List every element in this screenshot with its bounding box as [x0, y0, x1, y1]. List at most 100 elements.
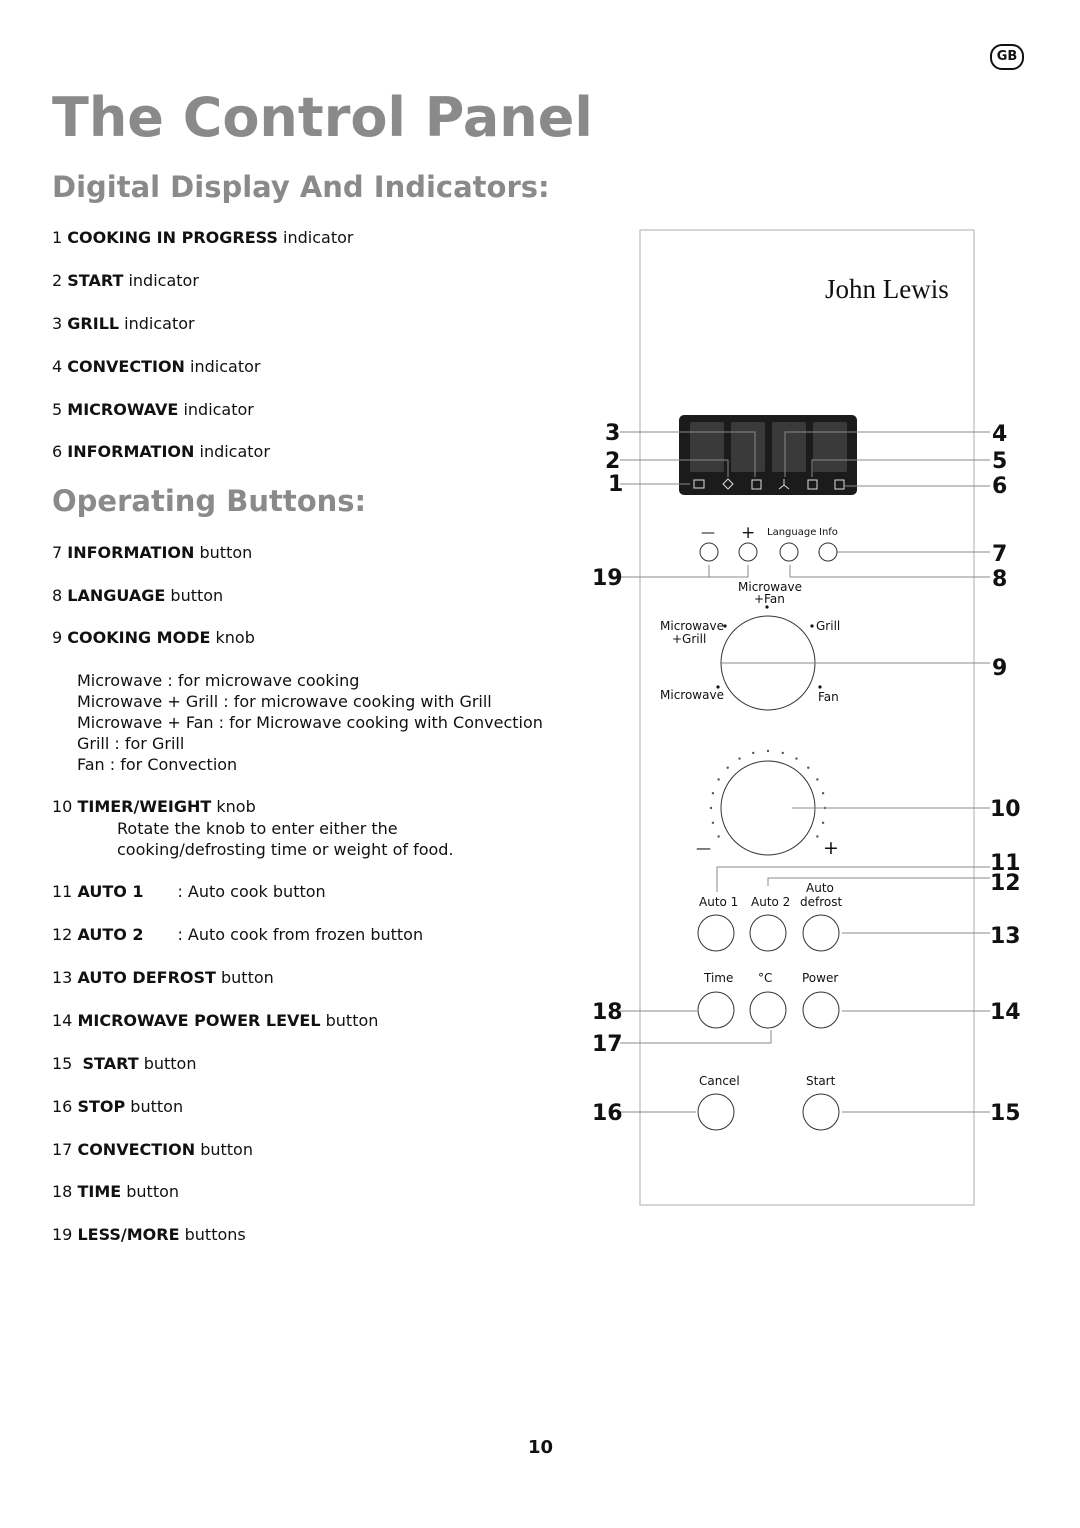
list-item: 16 STOP button — [52, 1097, 184, 1116]
list-item: 4 CONVECTION indicator — [52, 357, 261, 376]
timer-description: Rotate the knob to enter either the — [117, 819, 398, 838]
callout-1: 1 — [608, 472, 623, 497]
microwave-icon — [807, 479, 818, 490]
callout-14: 14 — [990, 1000, 1021, 1025]
callout-2: 2 — [605, 449, 620, 474]
list-item: 17 CONVECTION button — [52, 1140, 253, 1159]
callout-5: 5 — [992, 449, 1007, 474]
timer-dial-ticks — [709, 749, 827, 838]
brand-logo: John Lewis — [825, 274, 949, 304]
callout-19: 19 — [592, 566, 623, 591]
dial-tick — [717, 835, 720, 838]
list-item: 9 COOKING MODE knob — [52, 628, 255, 647]
start-label: Start — [806, 1074, 836, 1088]
callout-17: 17 — [592, 1032, 623, 1057]
dial-tick — [717, 778, 720, 781]
less-label: — — [701, 525, 715, 541]
dial-tick — [711, 792, 715, 795]
auto-defrost-button[interactable] — [802, 914, 840, 952]
callout-13: 13 — [990, 924, 1021, 949]
cancel-button[interactable] — [697, 1093, 735, 1131]
dial-tick — [766, 749, 770, 753]
callout-15: 15 — [990, 1101, 1021, 1126]
list-item: 11 AUTO 1: Auto cook button — [52, 882, 326, 901]
dial-tick — [781, 751, 784, 755]
list-item: 13 AUTO DEFROST button — [52, 968, 274, 987]
region-badge: GB — [990, 44, 1024, 70]
timer-minus-label: — — [696, 839, 711, 857]
list-item: 2 START indicator — [52, 271, 199, 290]
dial-tick — [711, 821, 715, 824]
mode-description: Microwave : for microwave cooking — [77, 671, 360, 690]
dial-tick — [821, 792, 825, 795]
dial-tick — [816, 835, 819, 838]
callout-18: 18 — [592, 1000, 623, 1025]
cancel-label: Cancel — [699, 1074, 740, 1088]
dial-tick — [738, 757, 741, 760]
info-button[interactable] — [818, 542, 838, 562]
list-item: 10 TIMER/WEIGHT knob — [52, 797, 256, 816]
list-item: 6 INFORMATION indicator — [52, 442, 270, 461]
list-item: 19 LESS/MORE buttons — [52, 1225, 246, 1244]
convection-label: °C — [758, 971, 772, 985]
callout-3: 3 — [605, 421, 620, 446]
callout-12: 12 — [990, 871, 1021, 896]
callout-8: 8 — [992, 567, 1007, 592]
grill-icon — [751, 479, 762, 490]
mode-label-fan: Fan — [818, 690, 839, 704]
page-title: The Control Panel — [52, 86, 593, 149]
time-button[interactable] — [697, 991, 735, 1029]
callout-11: 11 — [990, 851, 1021, 876]
auto2-label: Auto 2 — [751, 895, 790, 909]
list-item: 14 MICROWAVE POWER LEVEL button — [52, 1011, 379, 1030]
auto1-button[interactable] — [697, 914, 735, 952]
fan-icon — [778, 479, 790, 490]
callout-16: 16 — [592, 1101, 623, 1126]
info-label: Info — [819, 527, 838, 538]
auto2-button[interactable] — [749, 914, 787, 952]
panel-frame — [639, 229, 975, 1206]
callout-9: 9 — [992, 656, 1007, 681]
section-heading-display: Digital Display And Indicators: — [52, 170, 550, 204]
callout-4: 4 — [992, 422, 1007, 447]
dial-tick — [795, 757, 798, 760]
start-button[interactable] — [802, 1093, 840, 1131]
list-item: 8 LANGUAGE button — [52, 586, 224, 605]
list-item: 1 COOKING IN PROGRESS indicator — [52, 228, 354, 247]
convection-button[interactable] — [749, 991, 787, 1029]
auto-defrost-label: defrost — [800, 895, 842, 909]
mode-label-microwave-grill: +Grill — [672, 632, 706, 646]
dial-tick — [726, 766, 729, 769]
time-label: Time — [703, 971, 733, 985]
mode-label-microwave-grill: Microwave — [660, 619, 724, 633]
section-heading-buttons: Operating Buttons: — [52, 484, 367, 518]
list-item: 3 GRILL indicator — [52, 314, 195, 333]
less-button[interactable] — [699, 542, 719, 562]
mode-label-microwave: Microwave — [660, 688, 724, 702]
list-item: 12 AUTO 2: Auto cook from frozen button — [52, 925, 424, 944]
info-icon — [834, 479, 845, 490]
callout-6: 6 — [992, 474, 1007, 499]
list-item: 18 TIME button — [52, 1182, 180, 1201]
dial-tick — [709, 806, 713, 810]
start-icon — [722, 478, 734, 490]
mode-label-microwave-fan: +Fan — [754, 592, 785, 606]
mode-label-grill: Grill — [816, 619, 840, 633]
power-label: Power — [802, 971, 838, 985]
list-item: 15 START button — [52, 1054, 197, 1073]
power-button[interactable] — [802, 991, 840, 1029]
list-item: 5 MICROWAVE indicator — [52, 400, 254, 419]
dial-tick — [816, 778, 819, 781]
more-button[interactable] — [738, 542, 758, 562]
callout-7: 7 — [992, 542, 1007, 567]
timer-description: cooking/defrosting time or weight of foo… — [117, 840, 454, 859]
dial-tick — [752, 751, 755, 755]
mode-description: Fan : for Convection — [77, 755, 238, 774]
language-button[interactable] — [779, 542, 799, 562]
list-item: 7 INFORMATION button — [52, 543, 253, 562]
auto1-label: Auto 1 — [699, 895, 738, 909]
mode-description: Microwave + Fan : for Microwave cooking … — [77, 713, 543, 732]
auto-defrost-label: Auto — [806, 881, 834, 895]
page-number: 10 — [528, 1437, 554, 1458]
